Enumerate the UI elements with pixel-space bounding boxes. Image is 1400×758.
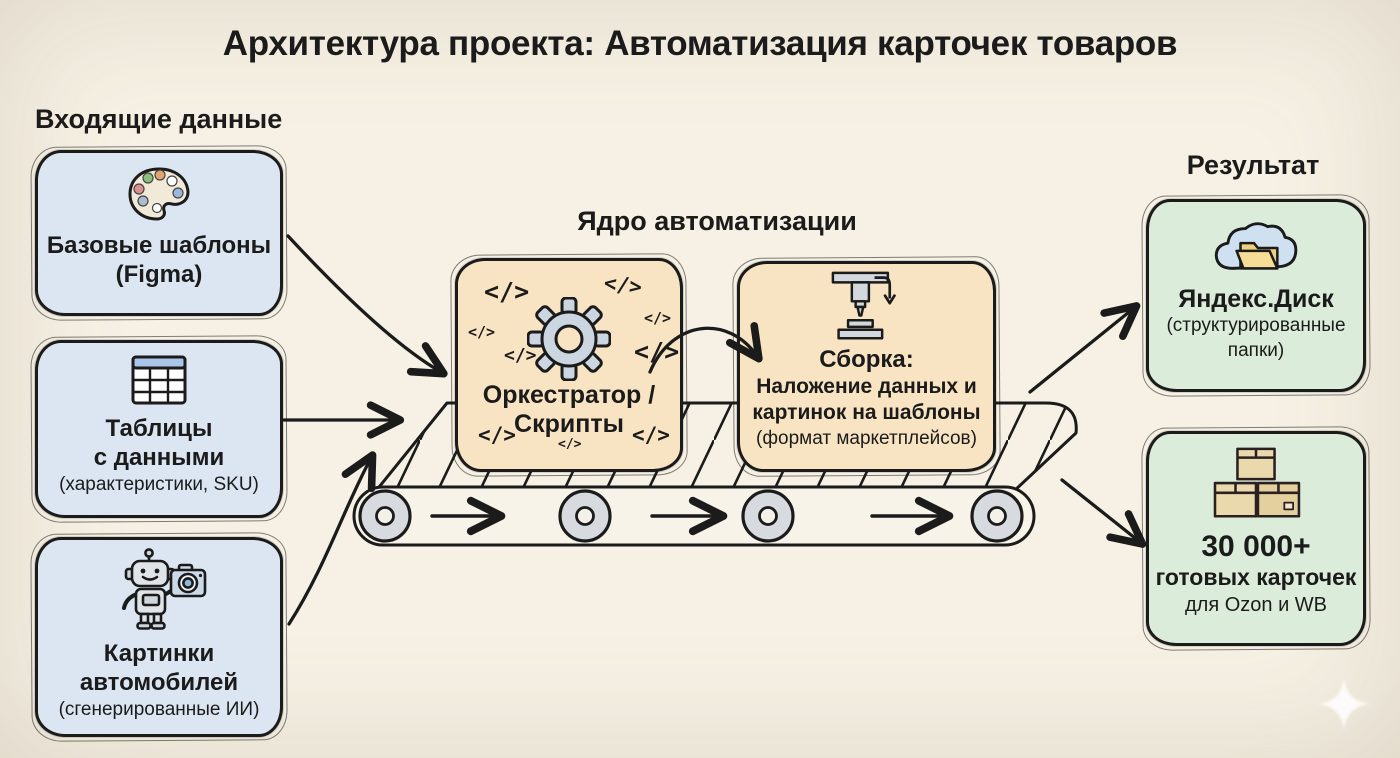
code-icon: </> xyxy=(504,345,537,366)
box-label: готовых карточек xyxy=(1155,564,1357,590)
input-box-templates: Базовые шаблоны (Figma) xyxy=(35,150,283,316)
core-box-assembly: Сборка: Наложение данных и картинок на ш… xyxy=(737,261,996,472)
result-box-yandex-disk: Яндекс.Диск (структурированные папки) xyxy=(1146,199,1366,392)
inputs-heading: Входящие данные xyxy=(35,104,283,134)
box-sublabel: для Ozon и WB xyxy=(1184,594,1328,616)
box-label2: с данными xyxy=(93,444,225,472)
box-label2: Скрипты xyxy=(514,410,624,438)
box-sublabel: (сгенерированные ИИ) xyxy=(58,698,260,720)
cloud-folder-icon xyxy=(1214,222,1298,270)
box-sublabel: (формат маркетплейсов) xyxy=(756,427,977,449)
robot-camera-icon xyxy=(122,548,207,630)
boxes-icon xyxy=(1213,447,1301,518)
result-box-cards: 30 000+ готовых карточек для Ozon и WB xyxy=(1146,431,1366,646)
conveyor-wheels xyxy=(358,489,1024,543)
box-label2: картинок на шаблоны xyxy=(752,401,981,425)
box-label: Базовые шаблоны xyxy=(46,232,272,259)
gear-icon xyxy=(527,297,611,381)
box-label: Картинки xyxy=(103,640,215,667)
code-icon: </> xyxy=(644,309,672,327)
box-sublabel2: папки) xyxy=(1227,339,1285,361)
code-icon: </> xyxy=(468,323,496,341)
box-label: Наложение данных и xyxy=(756,375,977,398)
sparkle-icon xyxy=(1318,678,1370,730)
box-sublabel: (Figma) xyxy=(115,261,203,289)
box-label: Таблицы xyxy=(105,415,213,442)
code-icon: </> xyxy=(558,437,582,452)
code-icon: </> xyxy=(602,270,644,300)
diagram-title: Архитектура проекта: Автоматизация карто… xyxy=(222,24,1178,63)
palette-icon xyxy=(128,167,190,221)
code-icon: </> xyxy=(484,277,530,306)
core-heading: Ядро автоматизации xyxy=(577,206,857,236)
box-title: Сборка: xyxy=(819,346,914,373)
table-icon xyxy=(131,355,187,405)
box-sublabel: (характеристики, SKU) xyxy=(59,473,259,495)
core-box-orchestrator: </> </> </> </> </> </> </> </> </> Орке… xyxy=(455,258,683,472)
code-icon: </> xyxy=(632,423,670,447)
press-icon xyxy=(831,271,896,340)
box-title: Яндекс.Диск xyxy=(1178,285,1334,313)
box-label2: автомобилей xyxy=(79,669,239,697)
box-label: Оркестратор / xyxy=(482,381,656,409)
input-box-car-images: Картинки автомобилей (сгенерированные ИИ… xyxy=(35,537,283,737)
input-box-tables: Таблицы с данными (характеристики, SKU) xyxy=(35,340,283,518)
box-sublabel: (структурированные xyxy=(1166,315,1346,336)
code-icon: </> xyxy=(634,337,680,366)
results-heading: Результат xyxy=(1186,150,1320,180)
box-title: 30 000+ xyxy=(1201,530,1311,563)
code-icon: </> xyxy=(478,423,516,447)
